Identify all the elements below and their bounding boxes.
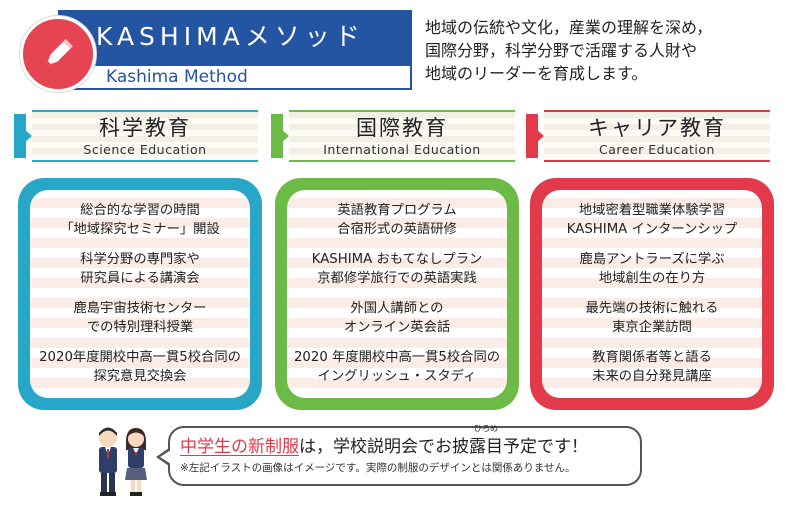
list-item: 英語教育プログラム合宿形式の英語研修 [291, 201, 503, 239]
pencil-icon [20, 16, 96, 92]
science-list: 総合的な学習の時間「地域探究セミナー」開設 科学分野の専門家や研究員による講演会… [30, 190, 250, 398]
item-line: 外国人講師との [350, 301, 444, 316]
list-item: 鹿島宇宙技術センターでの特別理科授業 [34, 299, 246, 337]
item-line: 科学分野の専門家や [80, 252, 200, 267]
notice-ruby: ひろめ露目 [469, 424, 503, 460]
list-item: 最先端の技術に触れる東京企業訪問 [546, 299, 758, 337]
career-title-tab: キャリア教育 Career Education [526, 110, 770, 162]
item-line: 「地域探究セミナー」開設 [60, 222, 220, 237]
item-line: での特別理科授業 [86, 320, 194, 335]
list-item: 2020 年度開校中高一貫5校合同のイングリッシュ・スタディ [291, 348, 503, 386]
students-illustration [92, 424, 152, 500]
career-title-en: Career Education [599, 142, 715, 157]
uniform-notice: 中学生の新制服は，学校説明会でお披ひろめ露目予定です！ ※左記イラストの画像はイ… [156, 424, 642, 486]
list-item: KASHIMA おもてなしプラン京都修学旅行での英語実践 [291, 250, 503, 288]
item-line: 地域創生の在り方 [598, 271, 706, 286]
tagline-line: 地域の伝統や文化，産業の理解を深め， [425, 18, 713, 37]
item-line: KASHIMA おもてなしプラン [311, 252, 483, 267]
international-box: 英語教育プログラム合宿形式の英語研修 KASHIMA おもてなしプラン京都修学旅… [275, 178, 519, 410]
international-title: 国際教育 [356, 116, 448, 140]
tab-arrow-icon [16, 122, 32, 150]
item-line: 2020年度開校中高一貫5校合同の [39, 350, 241, 365]
header-title: KASHIMAメソッド [58, 10, 412, 64]
item-line: 教育関係者等と語る [592, 350, 712, 365]
list-item: 教育関係者等と語る未来の自分発見講座 [546, 348, 758, 386]
science-title: 科学教育 [99, 116, 191, 140]
item-line: 京都修学旅行での英語実践 [317, 271, 477, 286]
science-title-tab: 科学教育 Science Education [14, 110, 258, 162]
item-line: 鹿島アントラーズに学ぶ [579, 252, 725, 267]
item-line: 最先端の技術に触れる [585, 301, 719, 316]
list-item: 総合的な学習の時間「地域探究セミナー」開設 [34, 201, 246, 239]
item-line: 総合的な学習の時間 [80, 203, 200, 218]
item-line: 未来の自分発見講座 [592, 369, 712, 384]
career-title: キャリア教育 [588, 116, 726, 140]
international-column: 国際教育 International Education 英語教育プログラム合宿… [271, 110, 519, 410]
item-line: KASHIMA インターンシップ [566, 222, 738, 237]
notice-ruby-text: ひろめ [474, 424, 498, 433]
girl-student-icon [125, 428, 147, 496]
item-line: 研究員による講演会 [80, 271, 200, 286]
international-list: 英語教育プログラム合宿形式の英語研修 KASHIMA おもてなしプラン京都修学旅… [287, 190, 507, 398]
boy-student-icon [99, 427, 117, 496]
science-box: 総合的な学習の時間「地域探究セミナー」開設 科学分野の専門家や研究員による講演会… [18, 178, 262, 410]
international-title-tab: 国際教育 International Education [271, 110, 515, 162]
header-subtitle: Kashima Method [58, 64, 412, 90]
item-line: 合宿形式の英語研修 [337, 222, 457, 237]
notice-message: 中学生の新制服は，学校説明会でお披ひろめ露目予定です！ [180, 424, 630, 460]
tagline: 地域の伝統や文化，産業の理解を深め， 国際分野，科学分野で活躍する人財や 地域の… [425, 16, 795, 85]
tab-arrow-icon [528, 122, 544, 150]
career-column: キャリア教育 Career Education 地域密着型職業体験学習 KASHI… [526, 110, 774, 410]
list-item: 鹿島アントラーズに学ぶ地域創生の在り方 [546, 250, 758, 288]
science-title-en: Science Education [83, 142, 207, 157]
notice-disclaimer: ※左記イラストの画像はイメージです。実際の制服のデザインとは関係ありません。 [180, 462, 576, 474]
list-item: 外国人講師とのオンライン英会話 [291, 299, 503, 337]
tagline-line: 国際分野，科学分野で活躍する人財や [425, 41, 698, 60]
item-line: 鹿島宇宙技術センター [73, 301, 207, 316]
tagline-line: 地域のリーダーを育成します。 [425, 64, 648, 83]
science-column: 科学教育 Science Education 総合的な学習の時間「地域探究セミナ… [14, 110, 262, 410]
item-line: 地域密着型職業体験学習 [578, 203, 726, 218]
item-line: オンライン英会話 [343, 320, 451, 335]
item-line: 2020 年度開校中高一貫5校合同の [293, 350, 501, 365]
header-banner: KASHIMAメソッド Kashima Method [20, 10, 412, 92]
item-line: 探究意見交換会 [93, 369, 187, 384]
list-item: 地域密着型職業体験学習 KASHIMA インターンシップ [546, 201, 758, 239]
notice-highlight: 中学生の新制服 [180, 437, 299, 457]
notice-ruby-base: 露目 [469, 437, 503, 457]
notice-text: 予定です！ [503, 437, 588, 457]
international-title-en: International Education [323, 142, 481, 157]
item-line: イングリッシュ・スタディ [317, 369, 477, 384]
notice-text: は，学校説明会でお披 [299, 437, 469, 457]
item-line: 英語教育プログラム [337, 203, 457, 218]
list-item: 2020年度開校中高一貫5校合同の探究意見交換会 [34, 348, 246, 386]
item-line: 東京企業訪問 [612, 320, 692, 335]
tab-arrow-icon [273, 122, 289, 150]
list-item: 科学分野の専門家や研究員による講演会 [34, 250, 246, 288]
